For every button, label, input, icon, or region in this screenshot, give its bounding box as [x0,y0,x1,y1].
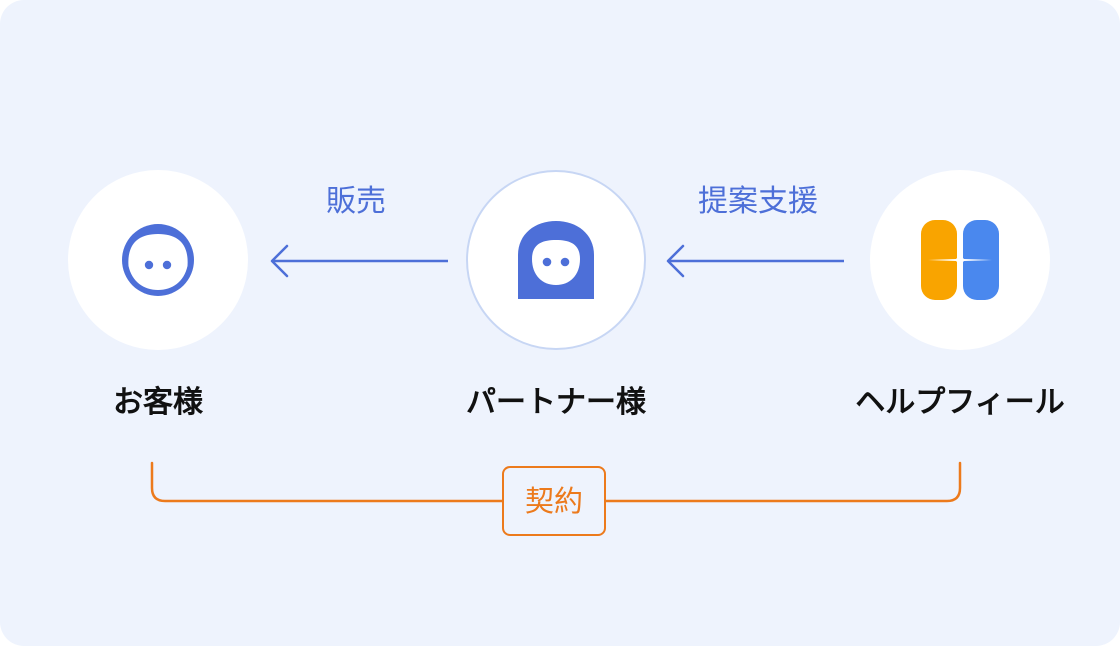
customer-label: お客様 [113,385,203,420]
proposal-support-arrow [666,244,844,278]
partner-circle [466,170,646,350]
helpfeel-circle [870,170,1050,350]
helpfeel-label: ヘルプフィール [855,385,1065,420]
partner-label: パートナー様 [466,385,646,420]
helpfeel-logo-icon [921,220,999,300]
customer-circle [68,170,248,350]
sales-arrow [270,244,448,278]
girl-face-icon [518,221,594,299]
sales-label: 販売 [326,184,386,219]
proposal-support-label: 提案支援 [698,184,818,219]
boy-face-icon [122,224,194,296]
contract-label: 契約 [502,466,606,536]
